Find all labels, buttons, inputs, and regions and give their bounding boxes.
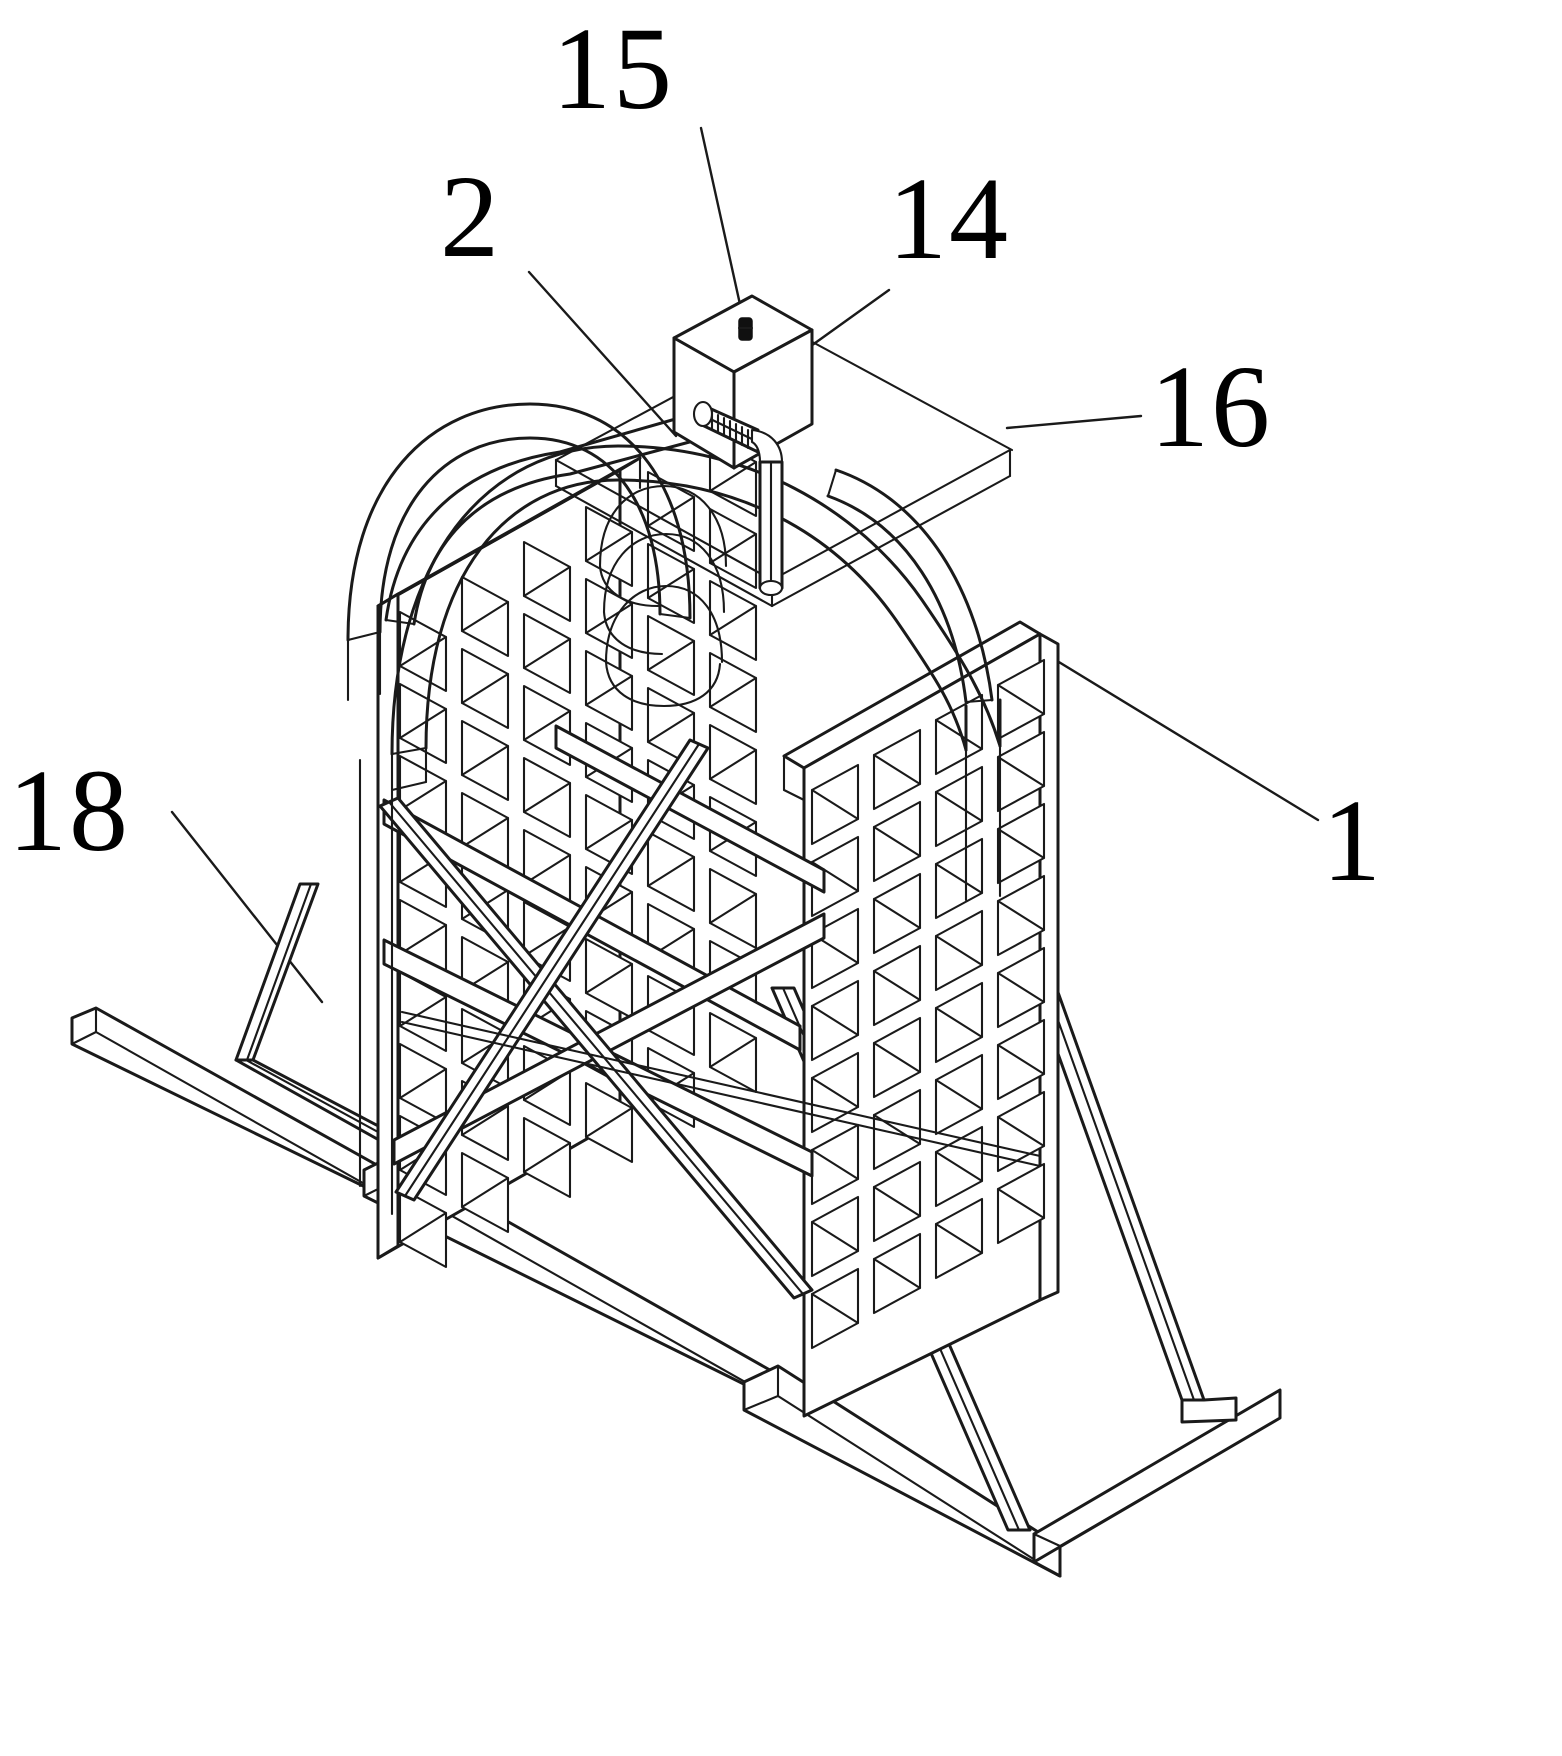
right-arch-column: [964, 778, 1002, 902]
cross-bracing: [378, 724, 1042, 1300]
ref-label-1: 1: [1322, 775, 1383, 906]
ref-label-16: 16: [1150, 341, 1272, 472]
downpipe-assembly: [692, 400, 784, 597]
rear-arch-frame: [346, 402, 692, 702]
diagonal-support-leg-left: [234, 882, 422, 1156]
left-outrigger-foot: [70, 1006, 402, 1206]
inner-drum-coil: [598, 484, 728, 708]
ref-label-15: 15: [552, 3, 674, 134]
right-mesh-panel: [782, 620, 1060, 1418]
ref-label-18: 18: [8, 745, 130, 876]
front-arch-frame: [390, 444, 1002, 792]
left-arch-column: [358, 758, 394, 1216]
right-base-plate: [742, 1364, 1282, 1578]
ref-label-2: 2: [440, 151, 501, 282]
ref-label-14: 14: [888, 153, 1010, 284]
detail-strokes: [618, 456, 1060, 1302]
leader-lines: [170, 126, 1320, 1004]
top-knob-bolt: [737, 317, 754, 341]
arch-top-chords: [384, 410, 994, 704]
